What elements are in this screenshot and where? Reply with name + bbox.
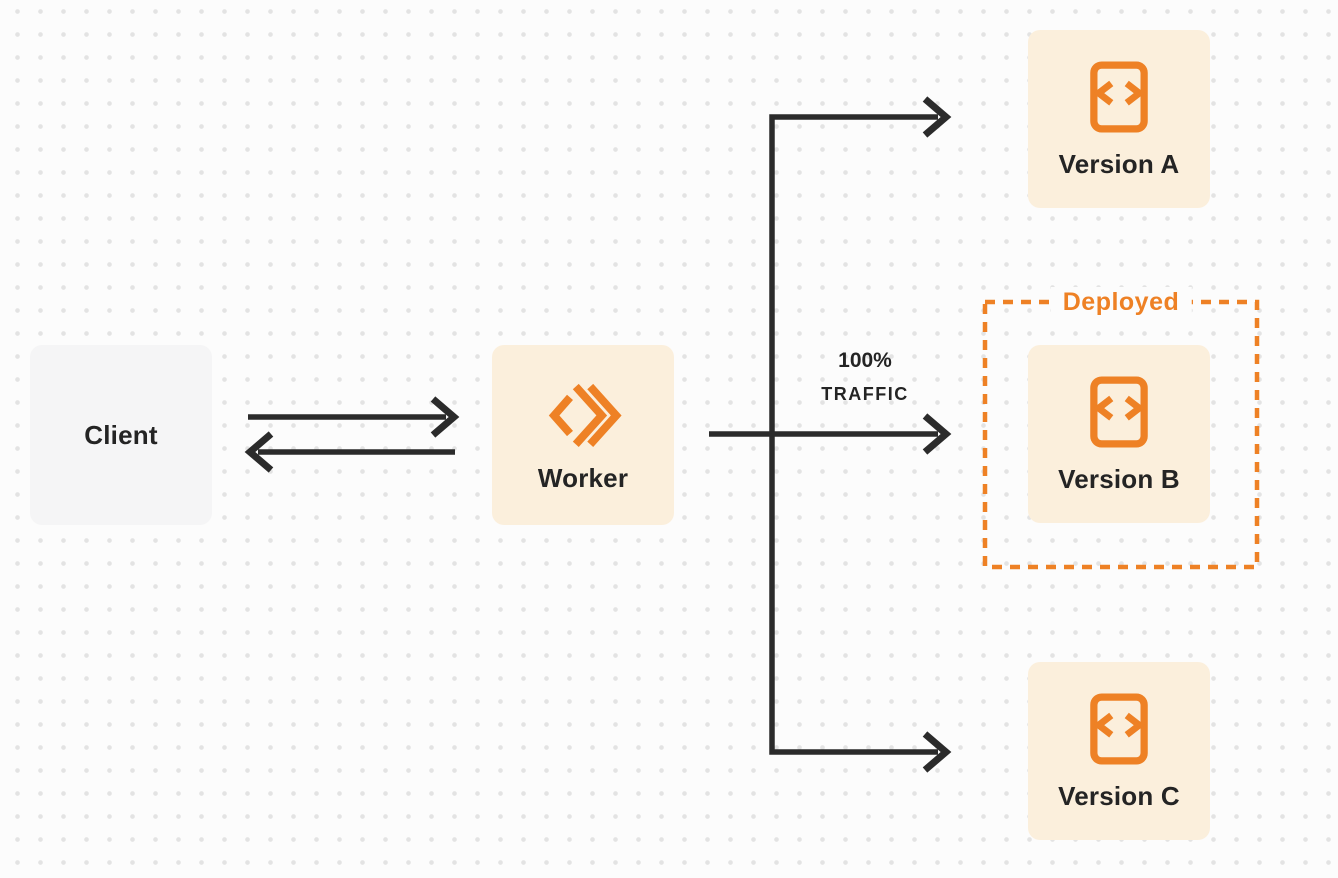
version-c-node: Version C: [1028, 662, 1210, 840]
traffic-word: TRAFFIC: [821, 384, 909, 404]
worker-label: Worker: [537, 463, 629, 493]
version-a-label: Version A: [1058, 149, 1180, 179]
arrow-worker-to-client: [244, 431, 455, 473]
deployed-label: Deployed: [1050, 287, 1192, 317]
code-file-icon: [1090, 693, 1148, 765]
code-file-icon: [1090, 61, 1148, 133]
traffic-label: 100% TRAFFIC: [795, 350, 935, 403]
version-c-label: Version C: [1058, 781, 1180, 811]
traffic-branch-lines: [709, 96, 952, 773]
version-b-label: Version B: [1058, 464, 1180, 494]
client-label: Client: [84, 420, 158, 450]
workers-logo-icon: [548, 383, 622, 447]
version-b-node: Version B: [1028, 345, 1210, 523]
code-file-icon: [1090, 376, 1148, 448]
client-node: Client: [30, 345, 212, 525]
traffic-percent: 100%: [838, 349, 892, 372]
worker-node: Worker: [492, 345, 674, 525]
version-a-node: Version A: [1028, 30, 1210, 208]
arrow-client-to-worker: [248, 396, 460, 438]
